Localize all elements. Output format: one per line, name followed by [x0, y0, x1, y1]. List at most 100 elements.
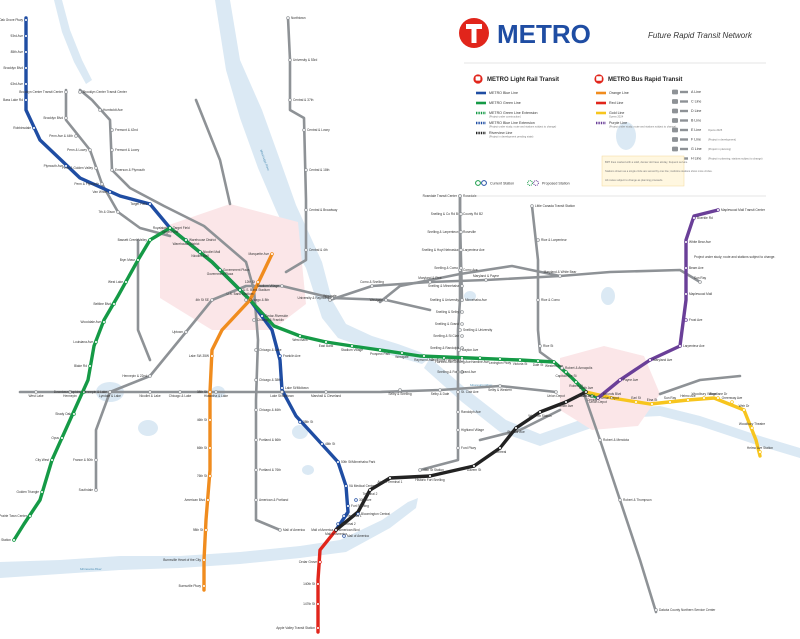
station-dot[interactable]	[108, 390, 112, 394]
station-dot[interactable]	[254, 348, 258, 352]
station-dot[interactable]	[102, 320, 106, 324]
station-dot[interactable]	[388, 476, 392, 480]
station-dot[interactable]	[98, 108, 102, 112]
station-dot[interactable]	[304, 208, 308, 212]
station-dot[interactable]	[378, 348, 382, 352]
gold-line-route[interactable]	[584, 390, 762, 458]
station-dot[interactable]	[110, 148, 114, 152]
station-dot[interactable]	[648, 358, 652, 362]
purple-line-route[interactable]	[596, 208, 720, 400]
station-dot[interactable]	[60, 436, 64, 440]
station-dot[interactable]	[324, 340, 328, 344]
station-dot[interactable]	[384, 298, 388, 302]
station-dot[interactable]	[110, 168, 114, 172]
station-dot[interactable]	[206, 498, 210, 502]
station-dot[interactable]	[459, 248, 463, 252]
station-dot[interactable]	[350, 344, 354, 348]
station-dot[interactable]	[552, 360, 556, 364]
station-dot[interactable]	[254, 468, 258, 472]
b-line-route[interactable]	[34, 384, 558, 394]
station-dot[interactable]	[88, 364, 92, 368]
station-dot[interactable]	[428, 280, 432, 284]
d-line-route[interactable]	[78, 88, 282, 532]
station-dot[interactable]	[678, 344, 682, 348]
station-dot[interactable]	[758, 450, 762, 454]
station-dot[interactable]	[24, 50, 28, 54]
station-dot[interactable]	[536, 359, 540, 363]
green-line-extension-route[interactable]	[12, 226, 172, 542]
station-dot[interactable]	[459, 230, 463, 234]
station-dot[interactable]	[24, 66, 28, 70]
station-dot[interactable]	[328, 298, 332, 302]
station-dot[interactable]	[24, 34, 28, 38]
station-dot[interactable]	[457, 348, 461, 352]
station-dot[interactable]	[428, 474, 432, 478]
station-dot[interactable]	[204, 528, 208, 532]
station-dot[interactable]	[702, 396, 706, 400]
station-dot[interactable]	[24, 18, 28, 22]
station-dot[interactable]	[564, 370, 568, 374]
station-dot[interactable]	[318, 560, 322, 564]
station-dot[interactable]	[538, 410, 542, 414]
station-dot[interactable]	[24, 98, 28, 102]
station-dot[interactable]	[558, 274, 562, 278]
station-dot[interactable]	[750, 426, 754, 430]
bus-west-trunk[interactable]	[18, 238, 152, 394]
station-dot[interactable]	[716, 396, 720, 400]
station-dot[interactable]	[278, 354, 282, 358]
station-dot[interactable]	[78, 90, 82, 94]
station-dot[interactable]	[460, 284, 464, 288]
station-dot[interactable]	[100, 182, 104, 186]
station-dot[interactable]	[684, 240, 688, 244]
station-dot[interactable]	[460, 370, 464, 374]
station-dot[interactable]	[324, 390, 328, 394]
station-dot[interactable]	[280, 284, 284, 288]
station-dot[interactable]	[184, 238, 188, 242]
station-dot[interactable]	[498, 384, 502, 388]
station-dot[interactable]	[64, 164, 68, 168]
station-dot[interactable]	[298, 334, 302, 338]
station-dot[interactable]	[208, 474, 212, 478]
station-dot[interactable]	[208, 446, 212, 450]
station-dot[interactable]	[698, 280, 702, 284]
station-dot[interactable]	[438, 388, 442, 392]
station-dot[interactable]	[460, 322, 464, 326]
station-dot[interactable]	[460, 346, 464, 350]
station-dot[interactable]	[88, 148, 92, 152]
station-dot[interactable]	[460, 310, 464, 314]
station-dot[interactable]	[334, 528, 338, 532]
station-dot[interactable]	[74, 134, 78, 138]
station-dot[interactable]	[286, 16, 290, 20]
station-dot[interactable]	[618, 498, 622, 502]
station-dot[interactable]	[554, 390, 558, 394]
station-dot[interactable]	[560, 366, 564, 370]
station-dot[interactable]	[316, 602, 320, 606]
station-dot[interactable]	[316, 582, 320, 586]
station-dot[interactable]	[108, 190, 112, 194]
station-dot[interactable]	[356, 512, 360, 516]
station-dot[interactable]	[530, 204, 534, 208]
station-dot[interactable]	[456, 390, 460, 394]
station-dot[interactable]	[148, 374, 152, 378]
station-dot[interactable]	[94, 458, 98, 462]
station-dot[interactable]	[692, 216, 696, 220]
station-dot[interactable]	[400, 351, 404, 355]
station-dot[interactable]	[684, 318, 688, 322]
station-dot[interactable]	[336, 460, 340, 464]
station-dot[interactable]	[478, 356, 482, 360]
station-dot[interactable]	[730, 400, 734, 404]
station-dot[interactable]	[68, 390, 72, 394]
station-dot[interactable]	[24, 82, 28, 86]
station-dot[interactable]	[28, 514, 32, 518]
station-dot[interactable]	[148, 238, 152, 242]
station-dot[interactable]	[34, 390, 38, 394]
station-dot[interactable]	[618, 378, 622, 382]
station-dot[interactable]	[336, 522, 340, 526]
station-dot[interactable]	[298, 420, 302, 424]
station-dot[interactable]	[634, 400, 638, 404]
station-dot[interactable]	[202, 584, 206, 588]
station-dot[interactable]	[254, 438, 258, 442]
station-dot[interactable]	[148, 390, 152, 394]
station-dot[interactable]	[260, 314, 264, 318]
station-dot[interactable]	[254, 498, 258, 502]
